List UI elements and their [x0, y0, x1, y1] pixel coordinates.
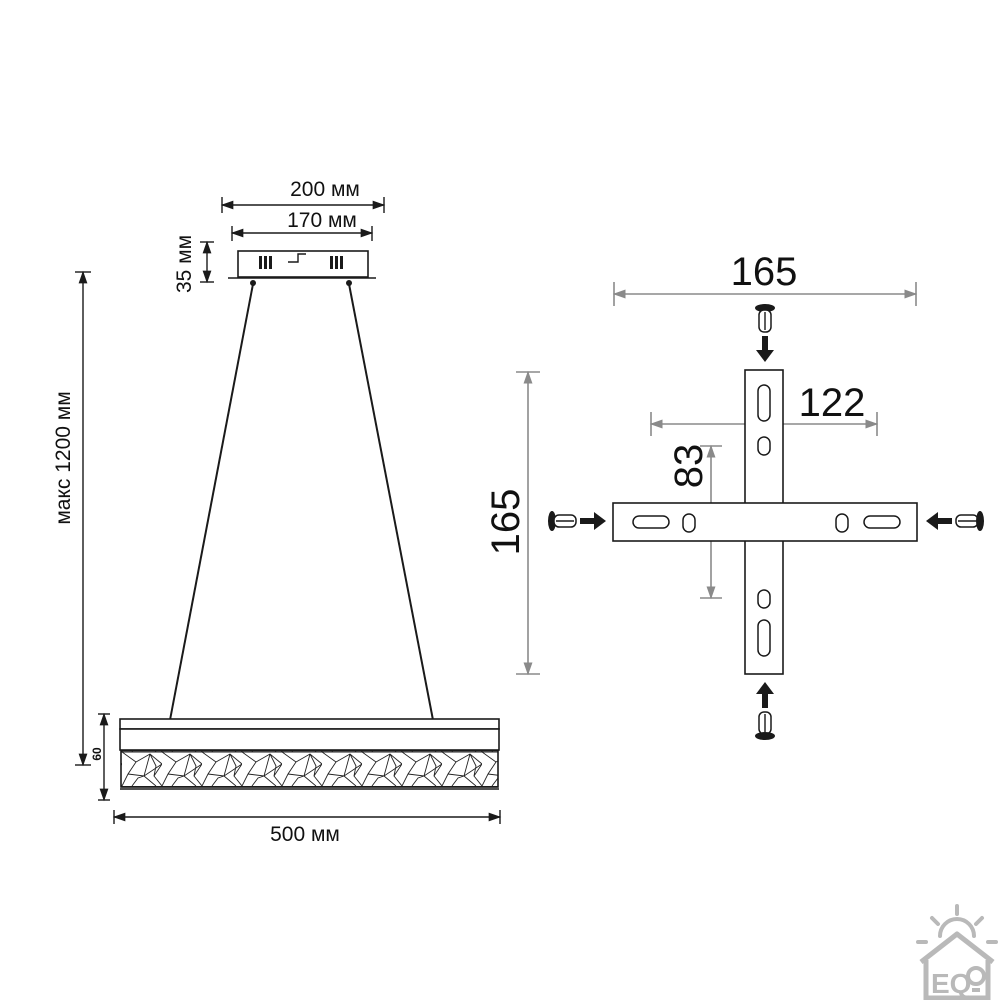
hole-spacing-horizontal-dimension: 122 — [649, 381, 879, 436]
cross-plate — [612, 369, 918, 675]
canopy-width-label: 200 мм — [290, 178, 360, 201]
max-height-label: макс 1200 мм — [52, 391, 75, 524]
mounting-screw-top — [755, 304, 775, 362]
canopy-height-dimension: 35 мм — [173, 235, 214, 293]
body-height-dimension: 60 — [90, 712, 110, 802]
hole-spacing-vertical-dimension: 83 — [667, 444, 722, 600]
mounting-screw-left — [548, 511, 606, 531]
mounting-screw-right — [926, 511, 984, 531]
sun-house-bulb-logo: EQ — [916, 904, 998, 1000]
mounting-bracket-view: 165 165 122 83 — [484, 250, 984, 740]
plate-width-dimension: 170 мм — [230, 209, 374, 241]
mounting-screw-bottom — [755, 682, 775, 740]
bracket-height-label: 165 — [484, 489, 528, 556]
max-height-dimension: макс 1200 мм — [52, 270, 91, 767]
body-width-dimension: 500 мм — [112, 810, 502, 846]
canopy-width-dimension: 200 мм — [220, 178, 386, 213]
suspension-cables — [169, 280, 434, 721]
body-height-label: 60 — [90, 747, 104, 761]
hole-spacing-vertical-label: 83 — [667, 444, 711, 489]
body-width-label: 500 мм — [270, 823, 340, 846]
ceiling-canopy — [228, 250, 376, 279]
logo-text: EQ — [931, 968, 971, 999]
pendant-lamp-view: 200 мм 170 мм 35 мм — [52, 178, 502, 846]
plate-width-label: 170 мм — [287, 209, 357, 232]
bracket-height-dimension: 165 — [484, 370, 540, 676]
lamp-body — [119, 718, 500, 790]
canopy-height-label: 35 мм — [173, 235, 196, 293]
hole-spacing-horizontal-label: 122 — [799, 381, 866, 425]
bracket-width-label: 165 — [731, 250, 798, 294]
bracket-width-dimension: 165 — [612, 250, 918, 306]
